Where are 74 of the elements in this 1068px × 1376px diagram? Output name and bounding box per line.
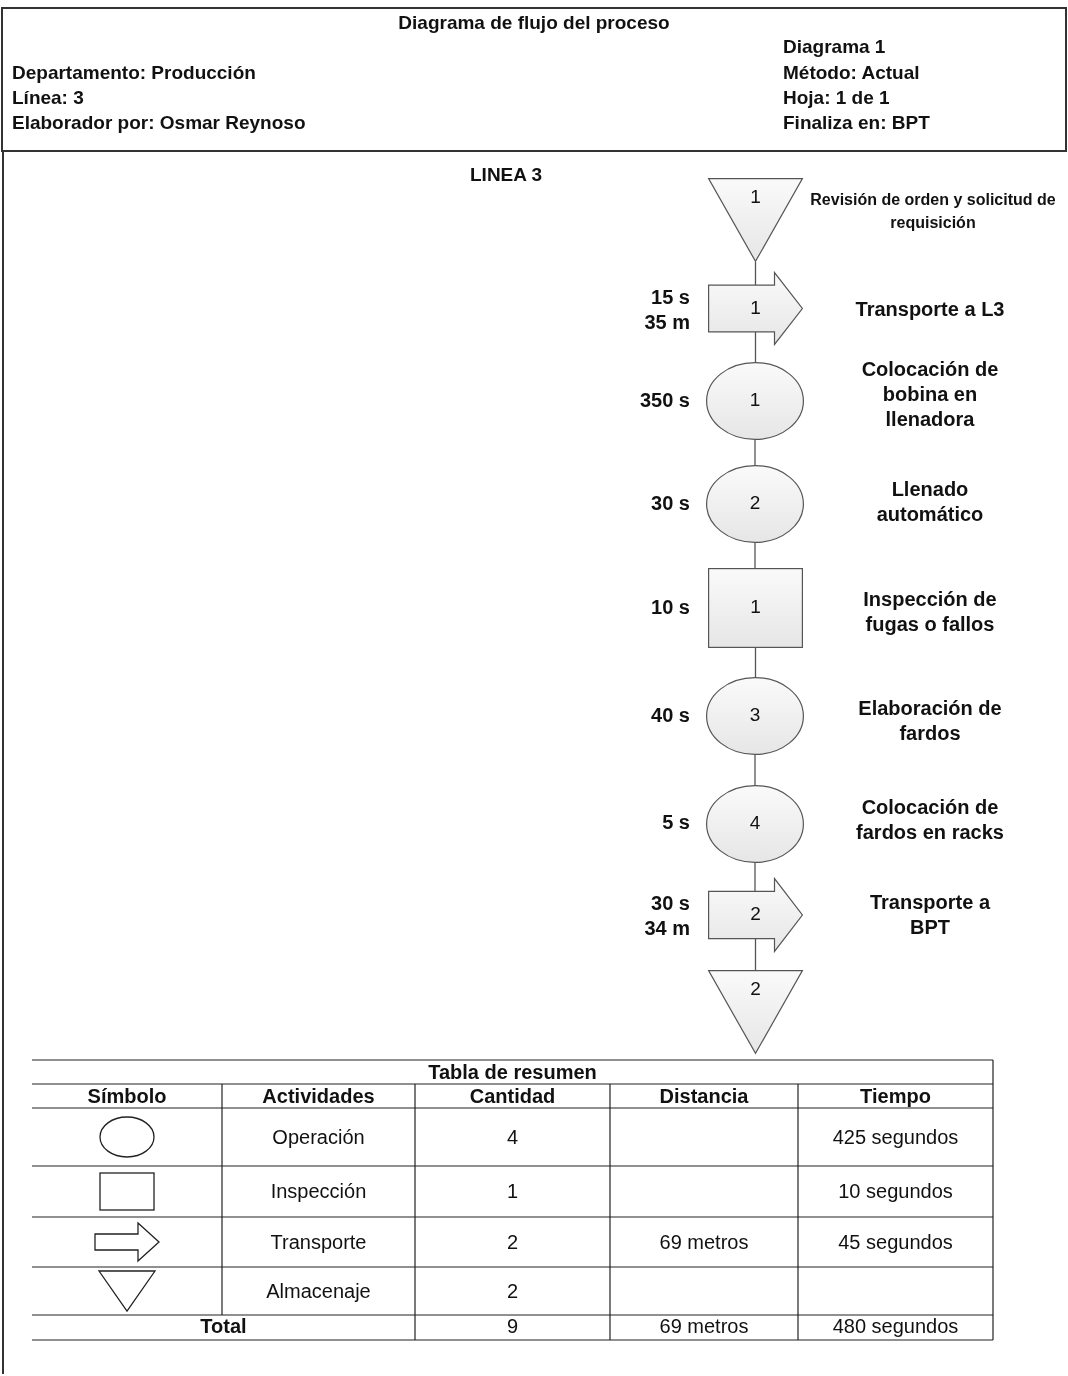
step-measure: 350 s: [638, 388, 690, 413]
step-number: 1: [749, 296, 762, 319]
step-description: Colocación de bobina en llenadora: [860, 357, 1000, 432]
step-description: Llenado automático: [875, 477, 985, 527]
step-description: Colocación de fardos en racks: [855, 795, 1005, 845]
header-field: Diagrama 1: [783, 36, 886, 58]
connector-line: [754, 647, 757, 678]
step-description: Inspección de fugas o fallos: [862, 587, 998, 637]
step-number: 2: [748, 492, 762, 514]
connector-line: [754, 862, 756, 892]
step-number: 3: [748, 704, 762, 726]
storage-step-symbol: [708, 178, 803, 262]
table-cell-text: Inspección: [270, 1180, 367, 1203]
table-cell-text: 480 segundos: [832, 1315, 959, 1338]
connector-line: [754, 439, 756, 466]
table-cell-text: Almacenaje: [266, 1279, 371, 1303]
table-cell-text: 45 segundos: [838, 1230, 953, 1254]
header-field: Hoja: 1 de 1: [783, 87, 890, 109]
operation-step-symbol: [706, 362, 804, 440]
column-header: Símbolo: [87, 1084, 167, 1108]
step-description: Revisión de orden y solicitud de requisición: [809, 190, 1057, 233]
step-measure: 30 s: [650, 491, 690, 516]
table-cell-text: 69 metros: [659, 1315, 749, 1338]
table-cell-text: Transporte: [270, 1230, 367, 1254]
header-field: Método: Actual: [783, 62, 920, 84]
connector-line: [754, 331, 757, 363]
table-cell-text: 4: [506, 1125, 519, 1149]
step-measure: 15 s: [650, 285, 690, 310]
step-measure: 30 s: [650, 891, 690, 916]
step-measure: 5 s: [661, 810, 690, 835]
header-field: Departamento: Producción: [12, 62, 256, 84]
table-cell-text: Operación: [272, 1125, 365, 1149]
step-number: 4: [748, 812, 762, 834]
storage-step-symbol: [708, 970, 803, 1054]
step-number: 2: [749, 978, 762, 1000]
table-cell-text: 425 segundos: [832, 1125, 959, 1149]
connector-line: [754, 754, 756, 786]
step-number: 1: [748, 389, 762, 411]
connector-line: [754, 261, 757, 286]
column-header: Tiempo: [860, 1084, 931, 1108]
step-measure: 40 s: [650, 703, 690, 728]
table-cell-text: 1: [506, 1180, 519, 1203]
column-header: Cantidad: [469, 1084, 556, 1108]
operation-step-symbol: [706, 785, 804, 863]
table-cell-text: 10 segundos: [838, 1180, 953, 1203]
step-description: Elaboración de fardos: [857, 696, 1003, 746]
step-description: Transporte a BPT: [868, 890, 992, 940]
header-field: Finaliza en: BPT: [783, 112, 930, 134]
table-cell-text: 9: [506, 1315, 519, 1338]
transport-step-symbol: [708, 272, 803, 345]
step-description: Transporte a L3: [854, 297, 1006, 322]
step-measure: 34 m: [643, 916, 690, 941]
total-label: Total: [200, 1315, 247, 1338]
inspection-step-symbol: [708, 568, 803, 648]
column-header: Distancia: [659, 1084, 749, 1108]
operation-step-symbol: [706, 677, 804, 755]
connector-line: [754, 938, 757, 971]
diagram-title: Diagrama de flujo del proceso: [397, 12, 671, 34]
table-cell-text: 2: [506, 1230, 519, 1254]
table-cell-text: 2: [506, 1279, 519, 1303]
connector-line: [754, 542, 756, 569]
header-field: Línea: 3: [12, 87, 84, 109]
step-number: 1: [749, 596, 762, 618]
table-cell-text: 69 metros: [659, 1230, 749, 1254]
table-title: Tabla de resumen: [428, 1060, 597, 1084]
operation-step-symbol: [706, 465, 804, 543]
step-number: 1: [749, 186, 762, 208]
column-header: Actividades: [262, 1084, 375, 1108]
step-number: 2: [749, 903, 762, 925]
transport-step-symbol: [708, 878, 803, 952]
header-field: Elaborador por: Osmar Reynoso: [12, 112, 306, 134]
step-measure: 35 m: [643, 310, 690, 335]
step-measure: 10 s: [650, 595, 690, 620]
section-heading: LINEA 3: [470, 164, 543, 186]
